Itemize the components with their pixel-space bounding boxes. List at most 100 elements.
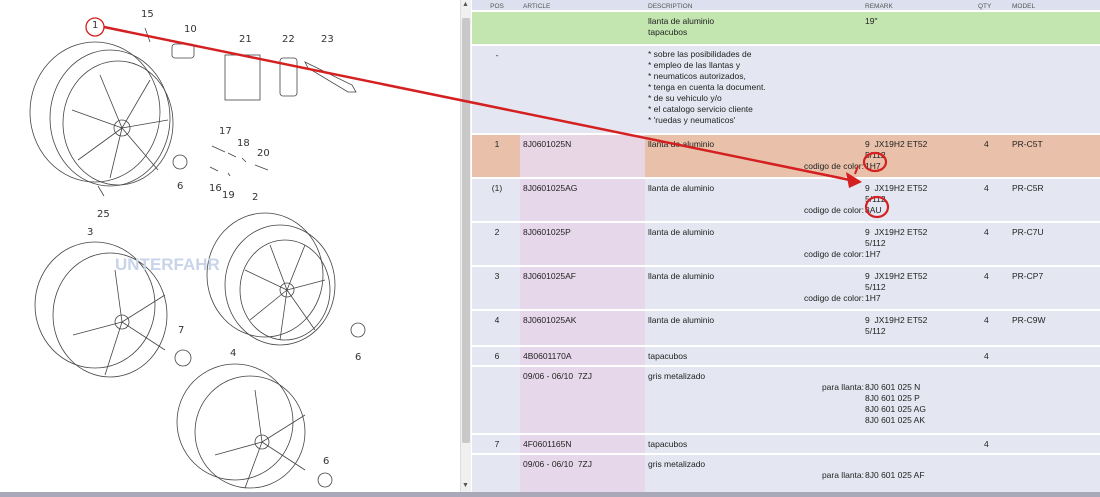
color-label: codigo de color: xyxy=(803,205,864,215)
article[interactable]: 8J0601025N xyxy=(523,139,572,149)
bottom-border xyxy=(0,492,1100,497)
remark: 9 JX19H2 ET52 5/112 xyxy=(865,139,928,160)
rim-list: 8J0 601 025 AF xyxy=(865,470,925,480)
article[interactable]: 8J0601025P xyxy=(523,227,571,237)
model: PR-C5T xyxy=(1012,139,1043,149)
description: llanta de aluminio xyxy=(648,315,715,325)
color-label: codigo de color: xyxy=(803,161,864,171)
table-row[interactable]: 3 8J0601025AF llanta de aluminio 9 JX19H… xyxy=(472,267,1100,309)
scroll-up-icon[interactable]: ▲ xyxy=(462,1,469,8)
callout: 16 xyxy=(209,183,222,194)
description: llanta de aluminio xyxy=(648,183,715,193)
table-row[interactable]: 7 4F0601165N tapacubos 4 xyxy=(472,435,1100,453)
table-row[interactable]: 4 8J0601025AK llanta de aluminio 9 JX19H… xyxy=(472,311,1100,345)
model: PR-C9W xyxy=(1012,315,1046,325)
qty: 4 xyxy=(984,315,989,325)
pos: 4 xyxy=(494,315,500,325)
col-remark: REMARK xyxy=(865,3,893,10)
color-label: codigo de color: xyxy=(803,293,864,303)
pos: (1) xyxy=(491,183,503,193)
qty: 4 xyxy=(984,271,989,281)
table-row[interactable]: (1) 8J0601025AG llanta de aluminio 9 JX1… xyxy=(472,179,1100,221)
parts-diagram: UNTERFAHR 1 15 10 21 22 23 17 18 20 6 16… xyxy=(0,0,460,492)
callout: 17 xyxy=(219,126,232,137)
color-label: codigo de color: xyxy=(803,249,864,259)
callout: 6 xyxy=(355,352,362,363)
callout: 20 xyxy=(257,148,270,159)
col-model: MODEL xyxy=(1012,3,1036,10)
pos: 1 xyxy=(494,139,500,149)
scrollbar-thumb[interactable] xyxy=(462,18,470,443)
article: 09/06 - 06/10 7ZJ xyxy=(523,371,592,381)
scroll-down-icon[interactable]: ▼ xyxy=(462,482,469,489)
model: PR-CP7 xyxy=(1012,271,1044,281)
rim-label: para llanta: xyxy=(821,382,864,392)
qty: 4 xyxy=(984,183,989,193)
pos: 2 xyxy=(494,227,500,237)
wheel-3 xyxy=(34,241,168,378)
wheel-1 xyxy=(29,41,174,187)
qty: 4 xyxy=(984,227,989,237)
group-row[interactable]: llanta de aluminio tapacubos 19" xyxy=(472,12,1100,44)
callout: 19 xyxy=(222,190,235,201)
pos: 6 xyxy=(494,351,500,361)
description: tapacubos xyxy=(648,351,688,361)
callout: 7 xyxy=(178,325,185,336)
article[interactable]: 8J0601025AG xyxy=(523,183,578,193)
color-code: 1H7 xyxy=(865,293,881,303)
callout: 1 xyxy=(92,20,99,31)
wheel-drawings: UNTERFAHR xyxy=(29,27,366,489)
table-row[interactable]: 09/06 - 06/10 7ZJ gris metalizado para l… xyxy=(472,367,1100,433)
color-code: 8AU xyxy=(865,205,882,215)
description: llanta de aluminio xyxy=(648,271,715,281)
remark: 9 JX19H2 ET52 5/112 xyxy=(865,183,928,204)
wheel-4 xyxy=(176,363,306,489)
qty: 4 xyxy=(984,139,989,149)
remark: 9 JX19H2 ET52 5/112 xyxy=(865,315,928,336)
remark: 9 JX19H2 ET52 5/112 xyxy=(865,271,928,292)
description: * sobre las posibilidades de * empleo de… xyxy=(648,49,766,125)
pos: - xyxy=(495,50,499,60)
description: llanta de aluminio xyxy=(648,227,715,237)
col-article: ARTICLE xyxy=(523,3,551,10)
description: llanta de aluminio xyxy=(648,139,715,149)
note-row[interactable]: - * sobre las posibilidades de * empleo … xyxy=(472,46,1100,133)
callout: 2 xyxy=(252,192,259,203)
color-code: 1H7 xyxy=(865,161,881,171)
rim-list: 8J0 601 025 N 8J0 601 025 P 8J0 601 025 … xyxy=(865,382,926,425)
callout: 23 xyxy=(321,34,334,45)
rim-label: para llanta: xyxy=(821,470,864,480)
callout: 25 xyxy=(97,209,110,220)
callout: 3 xyxy=(87,227,94,238)
qty: 4 xyxy=(984,351,989,361)
callout: 21 xyxy=(239,34,252,45)
callout: 6 xyxy=(323,456,330,467)
color-code: 1H7 xyxy=(865,249,881,259)
parts-table: POS ARTICLE DESCRIPTION REMARK QTY MODEL… xyxy=(472,0,1100,492)
table-header: POS ARTICLE DESCRIPTION REMARK QTY MODEL xyxy=(472,0,1100,10)
description: tapacubos xyxy=(648,439,688,449)
vertical-scrollbar[interactable]: ▲ ▼ xyxy=(460,0,471,492)
model: PR-C7U xyxy=(1012,227,1044,237)
article[interactable]: 4B0601170A xyxy=(523,351,572,361)
description: gris metalizado xyxy=(648,371,706,381)
remark: 9 JX19H2 ET52 5/112 xyxy=(865,227,928,248)
article[interactable]: 8J0601025AK xyxy=(523,315,577,325)
description: gris metalizado xyxy=(648,459,706,469)
article[interactable]: 8J0601025AF xyxy=(523,271,576,281)
table-row[interactable]: 09/06 - 06/10 7ZJ gris metalizado para l… xyxy=(472,455,1100,492)
table-row[interactable]: 2 8J0601025P llanta de aluminio 9 JX19H2… xyxy=(472,223,1100,265)
table-row[interactable]: 6 4B0601170A tapacubos 4 xyxy=(472,347,1100,365)
article[interactable]: 4F0601165N xyxy=(523,439,572,449)
callout: 4 xyxy=(230,348,237,359)
description: llanta de aluminio tapacubos xyxy=(648,16,715,37)
pos: 3 xyxy=(494,271,500,281)
article: 09/06 - 06/10 7ZJ xyxy=(523,459,592,469)
watermark: UNTERFAHR xyxy=(115,255,220,274)
callout: 10 xyxy=(184,24,197,35)
qty: 4 xyxy=(984,439,989,449)
table-row[interactable]: 1 8J0601025N llanta de aluminio 9 JX19H2… xyxy=(472,135,1100,177)
model: PR-C5R xyxy=(1012,183,1044,193)
callout: 15 xyxy=(141,9,154,20)
callout: 6 xyxy=(177,181,184,192)
